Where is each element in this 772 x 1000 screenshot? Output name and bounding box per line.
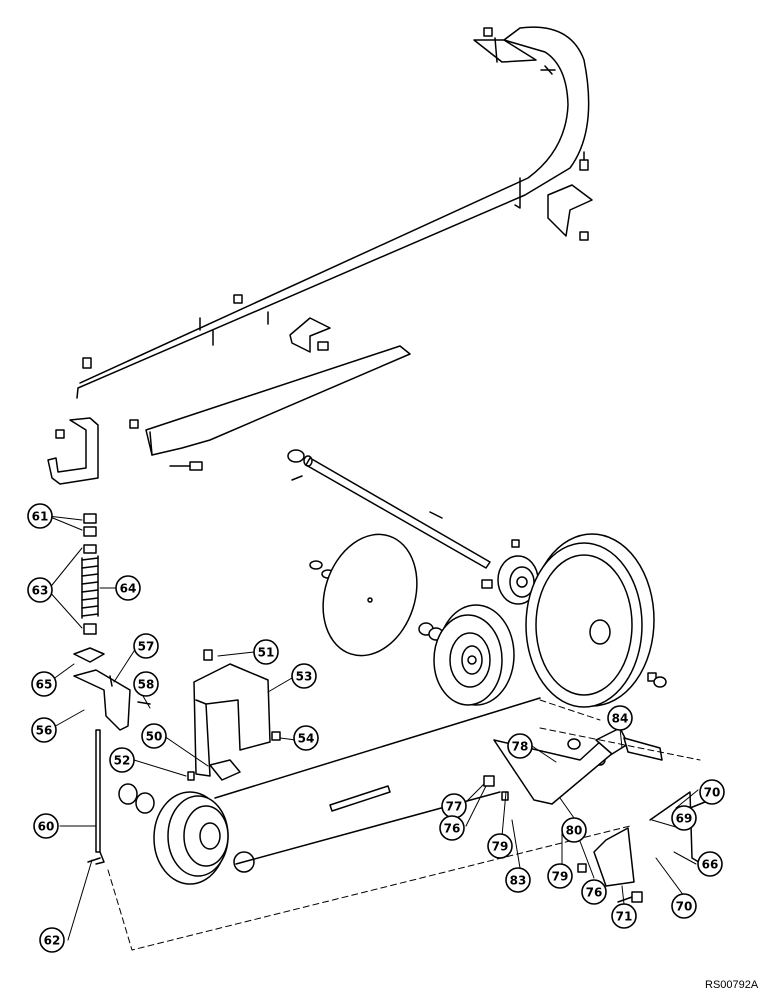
callout-63: 63 (27, 577, 53, 603)
callout-circle (291, 663, 317, 689)
callout-circle (607, 705, 633, 731)
callout-number: 57 (138, 640, 155, 654)
callout-number: 78 (512, 740, 529, 754)
callout-79a: 79 (487, 833, 513, 859)
callout-number: 70 (676, 900, 693, 914)
callout-circle (611, 903, 637, 929)
callout-number: 79 (552, 870, 569, 884)
disc-plate (322, 533, 418, 657)
callout-number: 76 (586, 886, 603, 900)
callout-number: 64 (120, 582, 137, 596)
spring-assembly (73, 513, 151, 865)
callout-number: 83 (510, 874, 527, 888)
callout-number: 51 (258, 646, 275, 660)
callout-number: 58 (138, 678, 155, 692)
callout-58: 58 (133, 671, 159, 697)
callout-circle (27, 503, 53, 529)
callout-79b: 79 (547, 863, 573, 889)
callout-circle (487, 833, 513, 859)
callout-80: 80 (561, 817, 587, 843)
callout-70b: 70 (671, 893, 697, 919)
callout-circle (109, 747, 135, 773)
drive-pulley (433, 604, 515, 706)
callout-number: 77 (446, 800, 463, 814)
callout-53: 53 (291, 663, 317, 689)
callout-64: 64 (115, 575, 141, 601)
callout-69: 69 (671, 805, 697, 831)
callout-52: 52 (109, 747, 135, 773)
callout-circle (253, 639, 279, 665)
callout-circle (133, 671, 159, 697)
callout-number: 76 (444, 822, 461, 836)
large-pulley (525, 533, 655, 708)
callout-circle (697, 851, 723, 877)
callout-circle (133, 633, 159, 659)
callout-circle (27, 577, 53, 603)
callout-number: 52 (114, 754, 131, 768)
callout-circle (31, 717, 57, 743)
callout-number: 53 (296, 670, 313, 684)
callout-number: 65 (36, 678, 53, 692)
jackshaft (303, 455, 491, 569)
callout-number: 63 (32, 584, 49, 598)
lower-shield (145, 345, 411, 456)
callout-circle (31, 671, 57, 697)
callout-number: 79 (492, 840, 509, 854)
callout-number: 84 (612, 712, 629, 726)
bearing-hub (497, 555, 539, 605)
callout-70a: 70 (699, 779, 725, 805)
callout-61: 61 (27, 503, 53, 529)
callout-number: 66 (702, 858, 719, 872)
callout-76a: 76 (439, 815, 465, 841)
callout-65: 65 (31, 671, 57, 697)
callout-77: 77 (441, 793, 467, 819)
callout-bubbles: 61 63 64 65 56 57 58 51 53 50 52 54 60 62 84 78 70 69 77 76… (27, 503, 725, 953)
callout-83: 83 (505, 867, 531, 893)
callout-circle (581, 879, 607, 905)
callout-circle (671, 805, 697, 831)
callout-62: 62 (39, 927, 65, 953)
callout-number: 70 (704, 786, 721, 800)
callout-66: 66 (697, 851, 723, 877)
callout-circle (33, 813, 59, 839)
callout-circle (671, 893, 697, 919)
callout-84: 84 (607, 705, 633, 731)
drawing-reference-code: RS00792A (705, 979, 759, 991)
callout-number: 54 (298, 732, 315, 746)
upper-curved-frame (47, 26, 593, 485)
callout-number: 50 (146, 730, 163, 744)
lower-pulley (118, 783, 391, 885)
callout-circle (141, 723, 167, 749)
callout-60: 60 (33, 813, 59, 839)
mounting-bracket (187, 649, 281, 781)
callout-76b: 76 (581, 879, 607, 905)
callout-78: 78 (507, 733, 533, 759)
callout-57: 57 (133, 633, 159, 659)
callout-71: 71 (611, 903, 637, 929)
reference-lines (107, 699, 701, 951)
callout-54: 54 (293, 725, 319, 751)
callout-circle (115, 575, 141, 601)
callout-circle (293, 725, 319, 751)
callout-circle (547, 863, 573, 889)
callout-circle (39, 927, 65, 953)
callout-number: 80 (566, 824, 583, 838)
callout-50: 50 (141, 723, 167, 749)
callout-51: 51 (253, 639, 279, 665)
callout-number: 69 (676, 812, 693, 826)
callout-number: 56 (36, 724, 53, 738)
callout-circle (507, 733, 533, 759)
callout-circle (699, 779, 725, 805)
callout-number: 62 (44, 934, 61, 948)
callout-circle (561, 817, 587, 843)
callout-number: 71 (616, 910, 633, 924)
callout-56: 56 (31, 717, 57, 743)
callout-number: 60 (38, 820, 55, 834)
callout-circle (505, 867, 531, 893)
callout-number: 61 (32, 510, 49, 524)
callout-circle (439, 815, 465, 841)
